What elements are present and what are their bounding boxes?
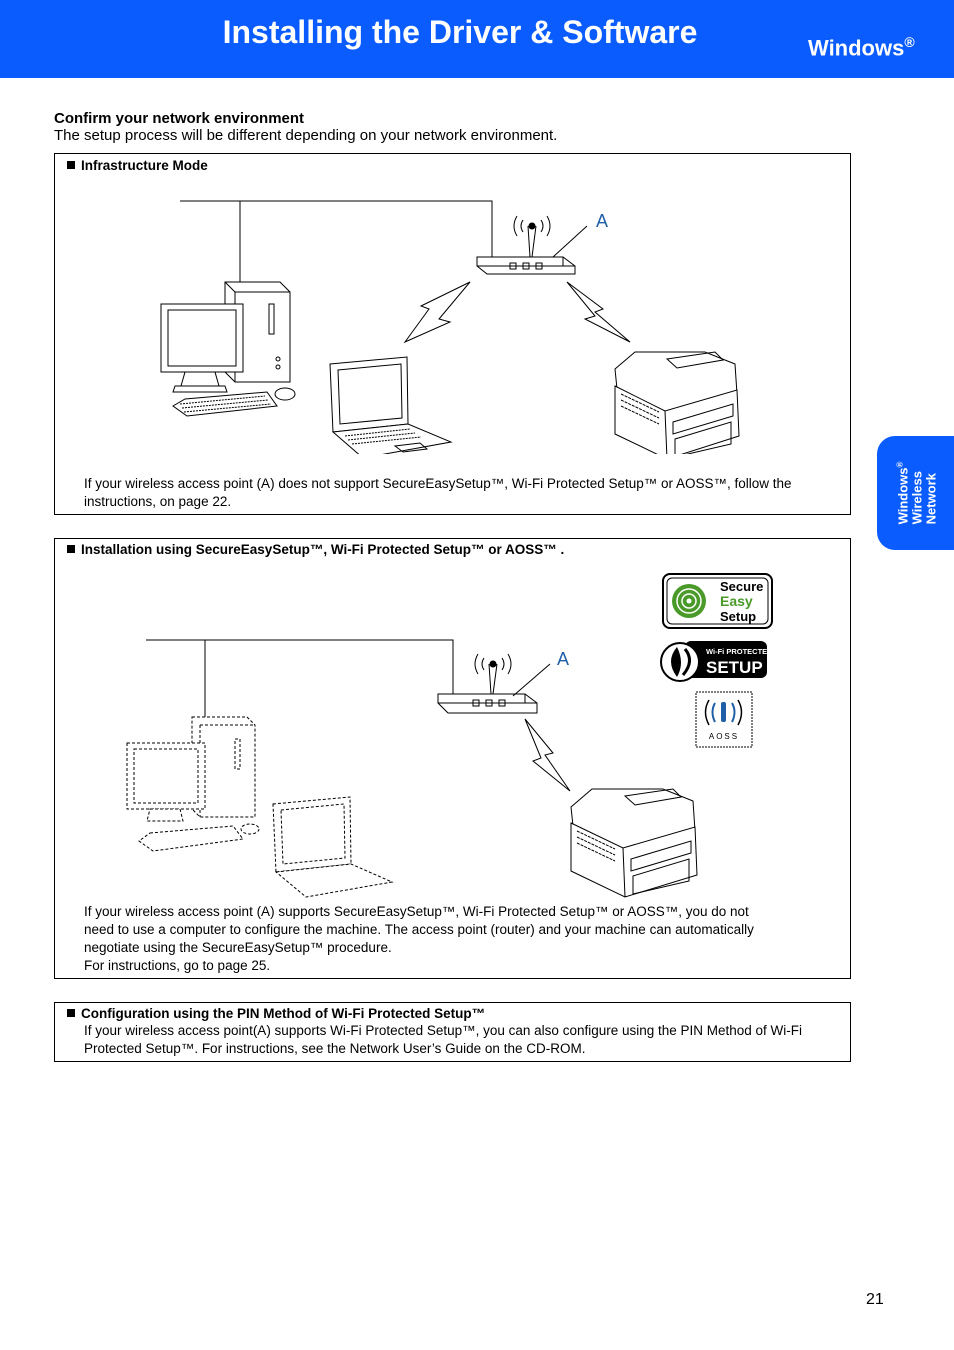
printer-machine-icon <box>571 789 697 897</box>
one-push-diagram: A Secure Easy Setup Wi-Fi PROTECTED SETU… <box>55 539 850 904</box>
side-tab-line2: Wireless <box>909 471 924 524</box>
label-a: A <box>596 211 608 231</box>
infrastructure-text: If your wireless access point (A) does n… <box>84 475 839 511</box>
desktop-computer-icon <box>127 717 259 851</box>
pin-method-heading: Configuration using the PIN Method of Wi… <box>67 1006 485 1021</box>
pin-method-line: Protected Setup™. For instructions, see … <box>84 1040 802 1058</box>
page-header: Installing the Driver & Software Windows… <box>0 0 954 78</box>
secure-easy-setup-logo: Secure Easy Setup <box>663 574 772 628</box>
side-tab-text: Windows® Wireless Network <box>893 462 938 525</box>
one-push-setup-box: Installation using SecureEasySetup™, Wi-… <box>54 538 851 979</box>
pin-method-text: If your wireless access point(A) support… <box>84 1022 802 1058</box>
network-cable <box>146 640 453 694</box>
wps-logo-small-text: Wi-Fi PROTECTED <box>706 647 773 656</box>
ses-logo-line2: Easy <box>720 593 753 609</box>
one-push-text: If your wireless access point (A) suppor… <box>84 903 754 975</box>
one-push-line: negotiate using the SecureEasySetup™ pro… <box>84 939 754 957</box>
wifi-protected-setup-logo: Wi-Fi PROTECTED SETUP <box>661 641 773 681</box>
bullet-square-icon <box>67 1009 75 1017</box>
registered-mark: ® <box>904 34 914 50</box>
wireless-link-icon <box>525 719 570 791</box>
infrastructure-mode-box: Infrastructure Mode <box>54 153 851 515</box>
infrastructure-diagram: A <box>55 154 850 454</box>
laptop-icon <box>330 357 451 454</box>
one-push-line: If your wireless access point (A) suppor… <box>84 903 754 921</box>
one-push-line: need to use a computer to configure the … <box>84 921 754 939</box>
wireless-link-icon <box>567 282 630 342</box>
ses-logo-line1: Secure <box>720 579 763 594</box>
side-tab-mark: ® <box>895 462 904 468</box>
desktop-computer-icon <box>161 282 295 416</box>
ses-logo-line3: Setup <box>720 609 756 624</box>
os-name: Windows <box>808 35 904 60</box>
page-title: Installing the Driver & Software <box>0 14 920 51</box>
pin-method-line: If your wireless access point(A) support… <box>84 1022 802 1040</box>
one-push-line: For instructions, go to page 25. <box>84 957 754 975</box>
side-tab-line3: Network <box>923 473 938 524</box>
intro-text: The setup process will be different depe… <box>54 127 557 144</box>
network-cable <box>180 201 492 257</box>
os-label: Windows® <box>808 34 915 61</box>
laptop-icon <box>273 797 392 897</box>
side-tab-line1: Windows <box>895 467 910 524</box>
aoss-logo-text: AOSS <box>709 732 739 741</box>
access-point-icon <box>438 654 550 713</box>
access-point-icon <box>477 216 587 274</box>
label-a: A <box>557 649 569 669</box>
aoss-logo: AOSS <box>696 692 752 747</box>
wireless-link-icon <box>405 282 470 342</box>
pin-method-heading-text: Configuration using the PIN Method of Wi… <box>81 1006 485 1021</box>
printer-machine-icon <box>615 352 739 454</box>
intro-heading: Confirm your network environment <box>54 110 304 127</box>
wps-logo-big-text: SETUP <box>706 658 763 677</box>
side-tab[interactable]: Windows® Wireless Network <box>877 436 954 550</box>
page-number: 21 <box>866 1291 884 1309</box>
pin-method-box: Configuration using the PIN Method of Wi… <box>54 1002 851 1062</box>
